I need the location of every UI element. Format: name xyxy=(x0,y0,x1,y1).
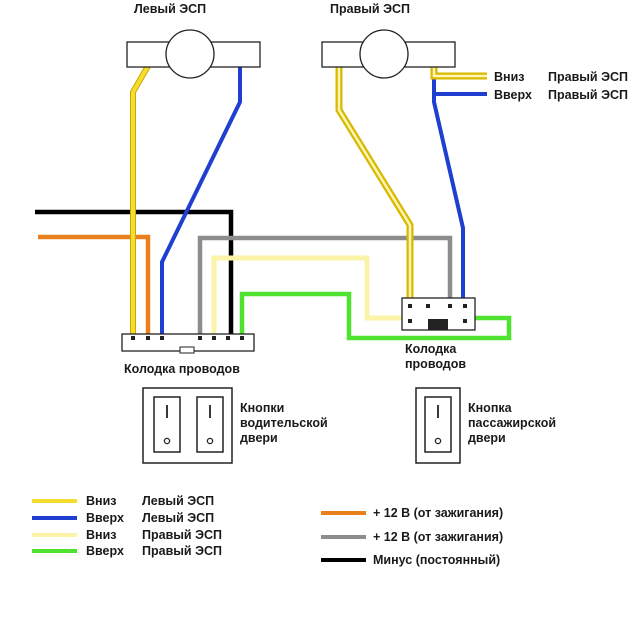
legend-left-0-dir: Вниз xyxy=(86,494,116,508)
right-motor-legend-up-dir: Вверх xyxy=(494,88,532,102)
legend-right-2-text: Минус (постоянный) xyxy=(373,553,500,567)
legend-left-2-dir: Вниз xyxy=(86,528,116,542)
wire-orange-plus12 xyxy=(38,234,151,338)
wire-black-minus xyxy=(35,209,234,338)
left-connector-key xyxy=(179,346,195,354)
wire-lightyellow-right-down xyxy=(211,255,410,338)
legend-left: Вниз Левый ЭСП Вверх Левый ЭСП Вниз Прав… xyxy=(32,494,222,558)
right-motor-legend-down-dir: Вниз xyxy=(494,70,524,84)
wire-gray-plus12 xyxy=(197,235,453,338)
right-motor-legend-down-target: Правый ЭСП xyxy=(548,70,628,84)
wire-blue-left-up xyxy=(160,66,242,338)
right-connector xyxy=(401,297,476,331)
left-connector xyxy=(121,333,255,354)
legend-left-3-dir: Вверх xyxy=(86,544,124,558)
wire-blue-right-up xyxy=(432,66,465,308)
passenger-button-label-2: пассажирской xyxy=(468,416,556,430)
legend-left-3-target: Правый ЭСП xyxy=(142,544,222,558)
right-connector-label-2: проводов xyxy=(405,357,466,371)
passenger-button-label-1: Кнопка xyxy=(468,401,513,415)
left-motor-title: Левый ЭСП xyxy=(134,2,206,16)
wire-yellow-right-down-inner xyxy=(337,66,412,308)
wire-yellow-legend-stub-inner xyxy=(432,66,487,78)
wire-yellow-left-down-core xyxy=(131,65,150,338)
right-motor-legend-up-target: Правый ЭСП xyxy=(548,88,628,102)
driver-buttons-label-3: двери xyxy=(240,431,278,445)
legend-left-0-target: Левый ЭСП xyxy=(142,494,214,508)
right-motor xyxy=(321,29,456,79)
driver-buttons-label-1: Кнопки xyxy=(240,401,284,415)
driver-buttons-label-2: водительской xyxy=(240,416,328,430)
passenger-button-label-3: двери xyxy=(468,431,506,445)
legend-left-1-target: Левый ЭСП xyxy=(142,511,214,525)
right-motor-title: Правый ЭСП xyxy=(330,2,410,16)
wire-yellow-right-down-outer xyxy=(335,66,414,308)
driver-door-switches xyxy=(142,387,233,464)
right-connector-label-1: Колодка xyxy=(405,342,457,356)
legend-right-1-text: + 12 В (от зажигания) xyxy=(373,530,503,544)
right-connector-key xyxy=(428,319,448,330)
left-motor-icon xyxy=(165,29,215,79)
left-connector-label: Колодка проводов xyxy=(124,362,240,376)
passenger-door-switch xyxy=(415,387,461,464)
legend-right: + 12 В (от зажигания) + 12 В (от зажиган… xyxy=(321,506,503,567)
legend-left-1-dir: Вверх xyxy=(86,511,124,525)
right-motor-icon xyxy=(359,29,409,79)
legend-left-2-target: Правый ЭСП xyxy=(142,528,222,542)
wire-green-right-up xyxy=(239,291,512,341)
left-motor xyxy=(126,29,261,79)
legend-right-0-text: + 12 В (от зажигания) xyxy=(373,506,503,520)
